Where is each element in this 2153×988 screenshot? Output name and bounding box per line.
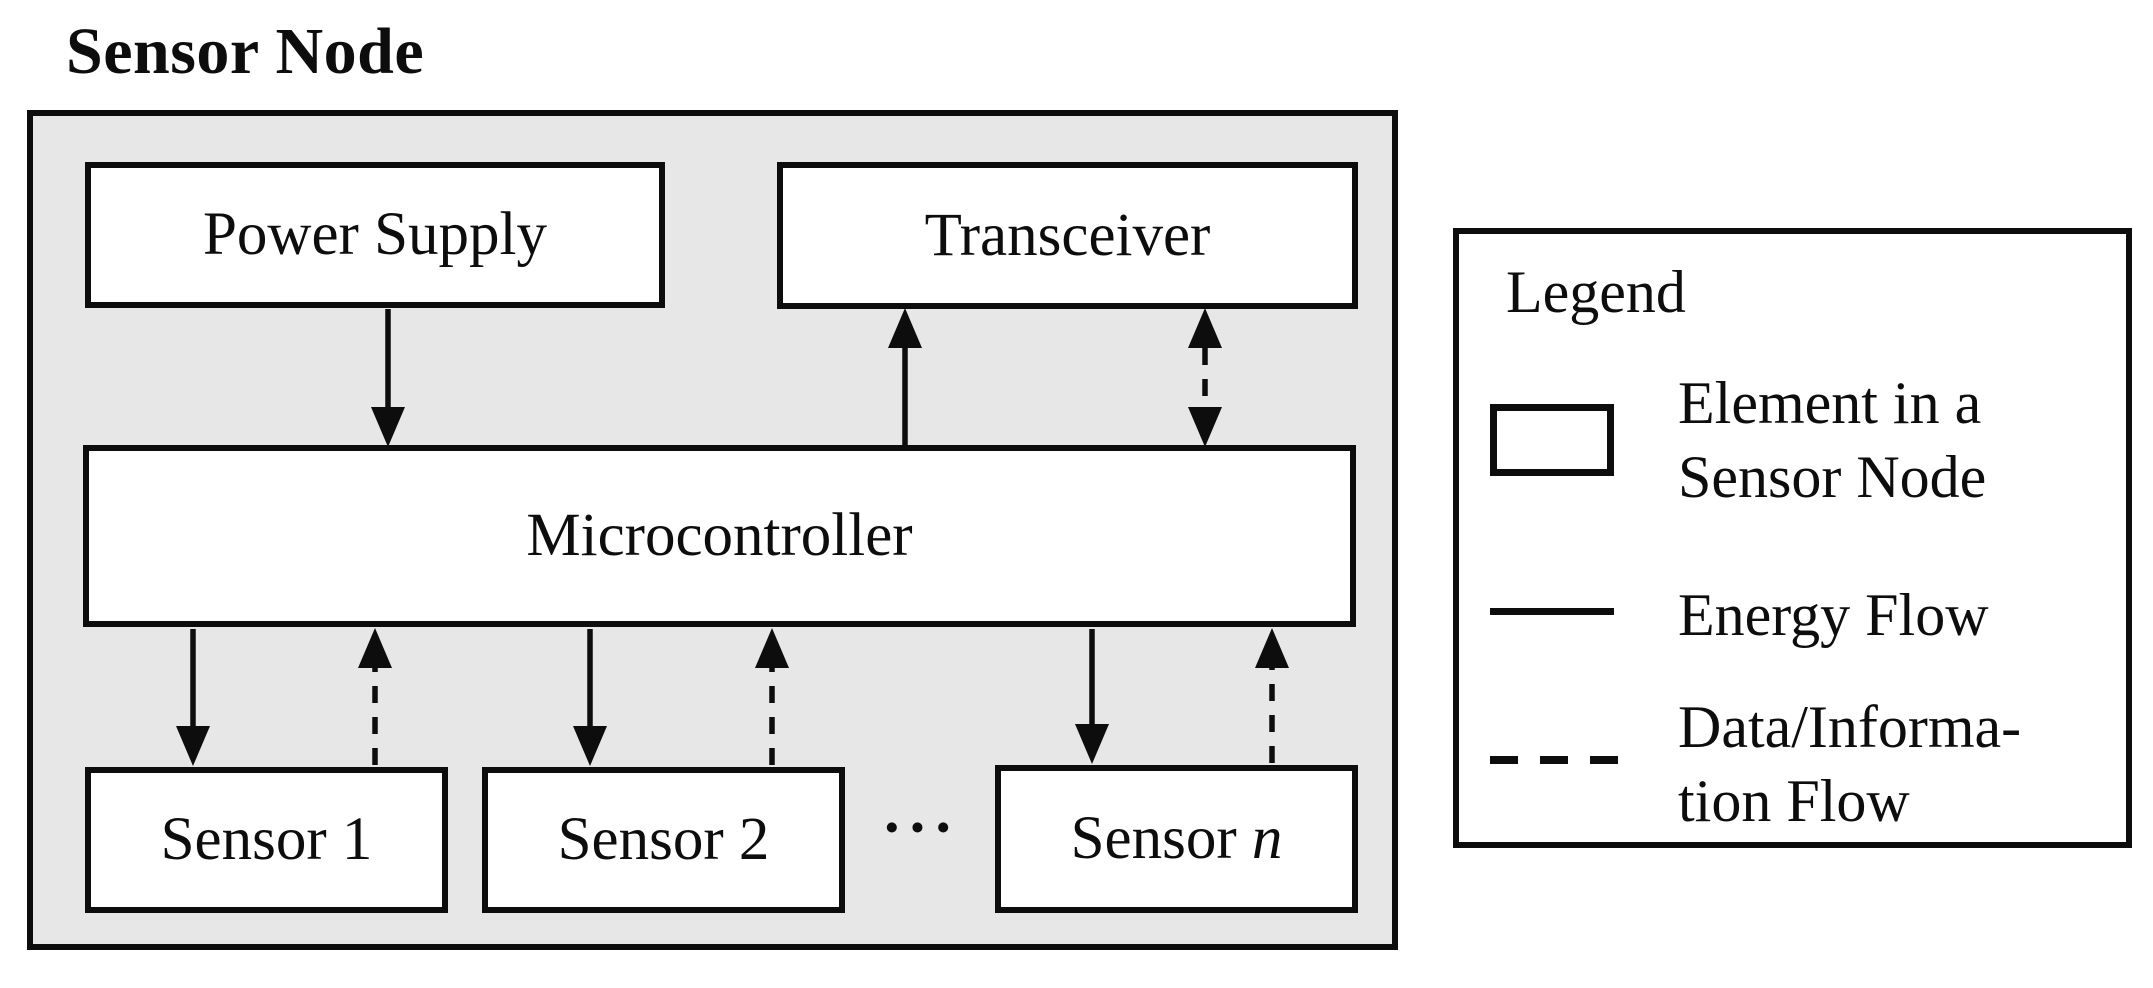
sensor-n-variable: n xyxy=(1251,805,1283,872)
microcontroller-box: Microcontroller xyxy=(83,445,1356,627)
legend-element-box-icon xyxy=(1490,404,1614,476)
transceiver-label: Transceiver xyxy=(924,201,1211,269)
microcontroller-label: Microcontroller xyxy=(526,502,913,569)
diagram-title: Sensor Node xyxy=(66,15,425,88)
sensor-2-label: Sensor 2 xyxy=(557,806,770,873)
legend-box xyxy=(1453,228,2132,848)
sensor-1-box: Sensor 1 xyxy=(85,767,448,913)
legend-label-data-flow: Data/Informa- tion Flow xyxy=(1678,690,2021,838)
legend-label-element-line1: Element in a xyxy=(1678,370,1982,436)
power-supply-box: Power Supply xyxy=(85,162,665,308)
power-supply-label: Power Supply xyxy=(203,201,547,268)
transceiver-box: Transceiver xyxy=(777,162,1358,309)
legend-label-element-line2: Sensor Node xyxy=(1678,444,1987,510)
sensor-n-label: Sensor n xyxy=(1070,805,1283,872)
legend-label-element: Element in a Sensor Node xyxy=(1678,366,1986,514)
sensor-n-box: Sensor n xyxy=(995,765,1358,913)
sensor-1-label: Sensor 1 xyxy=(160,806,373,873)
legend-label-energy-flow: Energy Flow xyxy=(1678,582,1989,648)
legend-label-data-line2: tion Flow xyxy=(1678,768,1910,834)
sensor-2-box: Sensor 2 xyxy=(482,767,845,913)
legend-title: Legend xyxy=(1506,259,1686,325)
legend-label-data-line1: Data/Informa- xyxy=(1678,694,2022,760)
sensors-ellipsis: ··· xyxy=(881,794,959,862)
legend-dashed-line-icon xyxy=(1490,756,1620,764)
legend-solid-line-icon xyxy=(1490,608,1614,615)
